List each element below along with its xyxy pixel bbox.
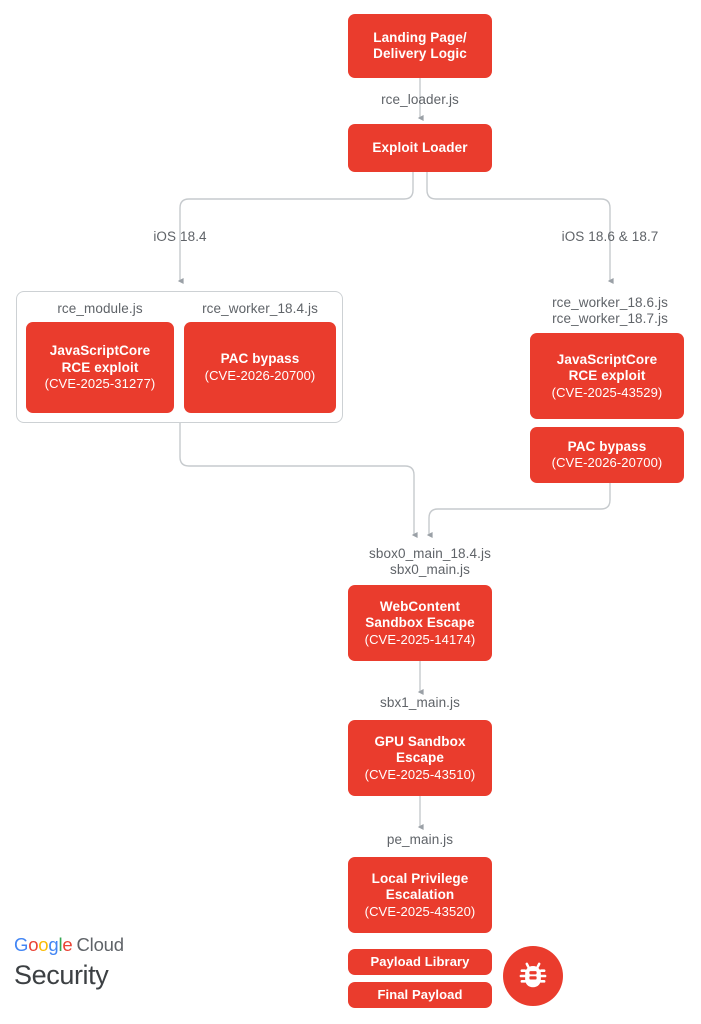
edge-loader-to-ios184 — [177, 172, 414, 284]
bug-icon — [503, 946, 563, 1006]
node-gpu-sandbox-escape[interactable]: GPU Sandbox Escape (CVE-2025-43510) — [348, 720, 492, 796]
node-pac-bypass-18-4-line1: PAC bypass — [220, 351, 300, 367]
edge-label-rce-worker-18-4: rce_worker_18.4.js — [202, 301, 318, 316]
logo-security-word: Security — [14, 959, 109, 990]
node-local-privilege-escalation-line1: Local Privilege — [371, 870, 469, 886]
edge-label-sbox0-main: sbox0_main_18.4.js sbx0_main.js — [369, 546, 491, 577]
node-final-payload[interactable]: Final Payload — [348, 982, 492, 1008]
node-javascriptcore-rce-18-4[interactable]: JavaScriptCore RCE exploit (CVE-2025-312… — [26, 322, 174, 413]
node-javascriptcore-rce-18-4-line2: RCE exploit — [61, 359, 139, 375]
node-javascriptcore-rce-18-6-cve: (CVE-2025-43529) — [551, 384, 663, 400]
node-pac-bypass-18-4-cve: (CVE-2026-20700) — [204, 367, 316, 383]
node-javascriptcore-rce-18-4-line1: JavaScriptCore — [49, 343, 151, 359]
node-javascriptcore-rce-18-6[interactable]: JavaScriptCore RCE exploit (CVE-2025-435… — [530, 333, 684, 419]
node-landing-page-line1: Landing Page/ — [373, 29, 467, 45]
node-javascriptcore-rce-18-6-line2: RCE exploit — [568, 368, 646, 384]
edge-label-rce-loader: rce_loader.js — [381, 92, 459, 107]
node-gpu-sandbox-escape-line1: GPU Sandbox — [374, 733, 466, 749]
node-webcontent-sandbox-escape-cve: (CVE-2025-14174) — [364, 631, 476, 647]
node-landing-page-line2: Delivery Logic — [373, 46, 467, 61]
node-pac-bypass-18-6-line1: PAC bypass — [567, 438, 647, 454]
node-exploit-loader[interactable]: Exploit Loader — [348, 124, 492, 172]
node-local-privilege-escalation-cve: (CVE-2025-43520) — [364, 903, 476, 919]
logo-letter-l: l — [58, 934, 63, 955]
edge-label-rce-module: rce_module.js — [57, 301, 143, 316]
edge-label-rce-worker-18-6-18-7: rce_worker_18.6.js rce_worker_18.7.js — [552, 295, 668, 326]
node-javascriptcore-rce-18-6-line1: JavaScriptCore — [556, 351, 658, 367]
edge-ios184-to-sbox0 — [179, 423, 418, 538]
node-pac-bypass-18-4[interactable]: PAC bypass (CVE-2026-20700) — [184, 322, 336, 413]
edge-label-ios-18-6-18-7: iOS 18.6 & 18.7 — [561, 229, 659, 244]
node-pac-bypass-18-6-cve: (CVE-2026-20700) — [551, 455, 663, 471]
logo-cloud-word: Cloud — [76, 934, 125, 955]
edge-label-sbx1-main: sbx1_main.js — [380, 695, 460, 710]
logo-letter-g2: g — [48, 934, 59, 955]
node-final-payload-label: Final Payload — [377, 987, 463, 1003]
node-gpu-sandbox-escape-cve: (CVE-2025-43510) — [364, 766, 476, 782]
node-webcontent-sandbox-escape-line1: WebContent — [379, 598, 461, 614]
node-pac-bypass-18-6[interactable]: PAC bypass (CVE-2026-20700) — [530, 427, 684, 483]
node-payload-library[interactable]: Payload Library — [348, 949, 492, 975]
logo-letter-g: G — [14, 934, 29, 955]
logo-letter-e: e — [62, 934, 73, 955]
edge-loader-to-ios186 — [426, 172, 614, 284]
logo-letter-o1: o — [28, 934, 39, 955]
logo-letter-o2: o — [38, 934, 49, 955]
edge-label-pe-main: pe_main.js — [386, 832, 454, 847]
node-local-privilege-escalation-line2: Escalation — [385, 887, 455, 903]
node-webcontent-sandbox-escape-line2: Sandbox Escape — [365, 615, 475, 631]
node-local-privilege-escalation[interactable]: Local Privilege Escalation (CVE-2025-435… — [348, 857, 492, 933]
node-payload-library-label: Payload Library — [370, 954, 470, 970]
node-landing-page[interactable]: Landing Page/ Delivery Logic — [348, 14, 492, 78]
node-exploit-loader-label: Exploit Loader — [372, 139, 468, 155]
node-javascriptcore-rce-18-4-cve: (CVE-2025-31277) — [44, 376, 156, 392]
node-webcontent-sandbox-escape[interactable]: WebContent Sandbox Escape (CVE-2025-1417… — [348, 585, 492, 661]
edge-label-ios-18-4: iOS 18.4 — [153, 229, 207, 244]
edge-ios186-to-sbox0 — [426, 480, 611, 538]
node-gpu-sandbox-escape-line2: Escape — [396, 750, 444, 766]
